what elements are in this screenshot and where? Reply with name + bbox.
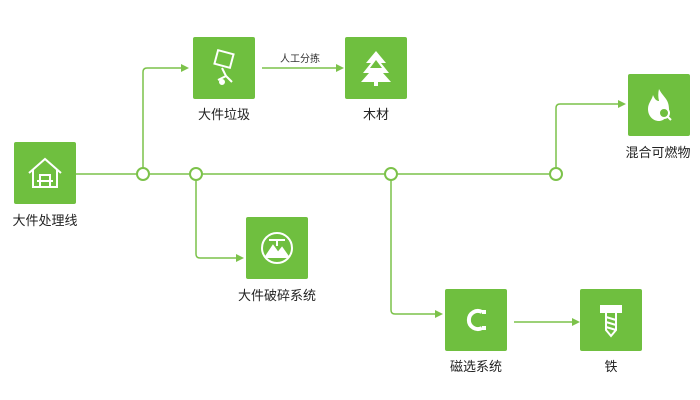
node-crusher-label: 大件破碎系统 — [237, 289, 316, 304]
edge-to-bulky-waste — [142, 67, 183, 168]
edge-label-manual-sort: 人工分拣 — [280, 54, 320, 65]
junction-node — [136, 167, 150, 181]
mountain-pick-icon — [261, 232, 293, 264]
node-crusher — [246, 217, 308, 279]
magnet-icon — [466, 309, 486, 331]
house-icon — [28, 157, 62, 188]
node-magnetic — [445, 289, 507, 351]
node-iron-label: 铁 — [604, 360, 618, 375]
node-wood — [345, 37, 407, 99]
node-source-label: 大件处理线 — [12, 214, 78, 229]
tree-icon — [361, 51, 391, 86]
edge-to-magnetic — [390, 180, 437, 315]
arrow-head — [336, 64, 344, 72]
edge-to-crusher — [195, 180, 238, 259]
arrow-head — [618, 100, 626, 108]
node-bulky-waste — [193, 37, 255, 99]
screw-icon — [600, 305, 622, 338]
node-mixed-combustible — [628, 74, 690, 136]
node-iron — [580, 289, 642, 351]
flame-icon — [648, 89, 672, 121]
node-mixed-combustible-label: 混合可燃物 — [625, 146, 691, 161]
node-magnetic-label: 磁选系统 — [449, 360, 502, 375]
junction-node — [549, 167, 563, 181]
arrow-head — [236, 254, 244, 262]
node-wood-label: 木材 — [362, 108, 389, 123]
arrow-head — [572, 318, 580, 326]
junction-node — [189, 167, 203, 181]
arrow-head — [181, 64, 189, 72]
node-source — [14, 142, 76, 204]
furniture-icon — [213, 48, 235, 85]
arrow-head — [435, 310, 443, 318]
junction-node — [384, 167, 398, 181]
node-bulky-waste-label: 大件垃圾 — [197, 108, 250, 123]
edge-to-mixed-combustible — [555, 103, 620, 168]
